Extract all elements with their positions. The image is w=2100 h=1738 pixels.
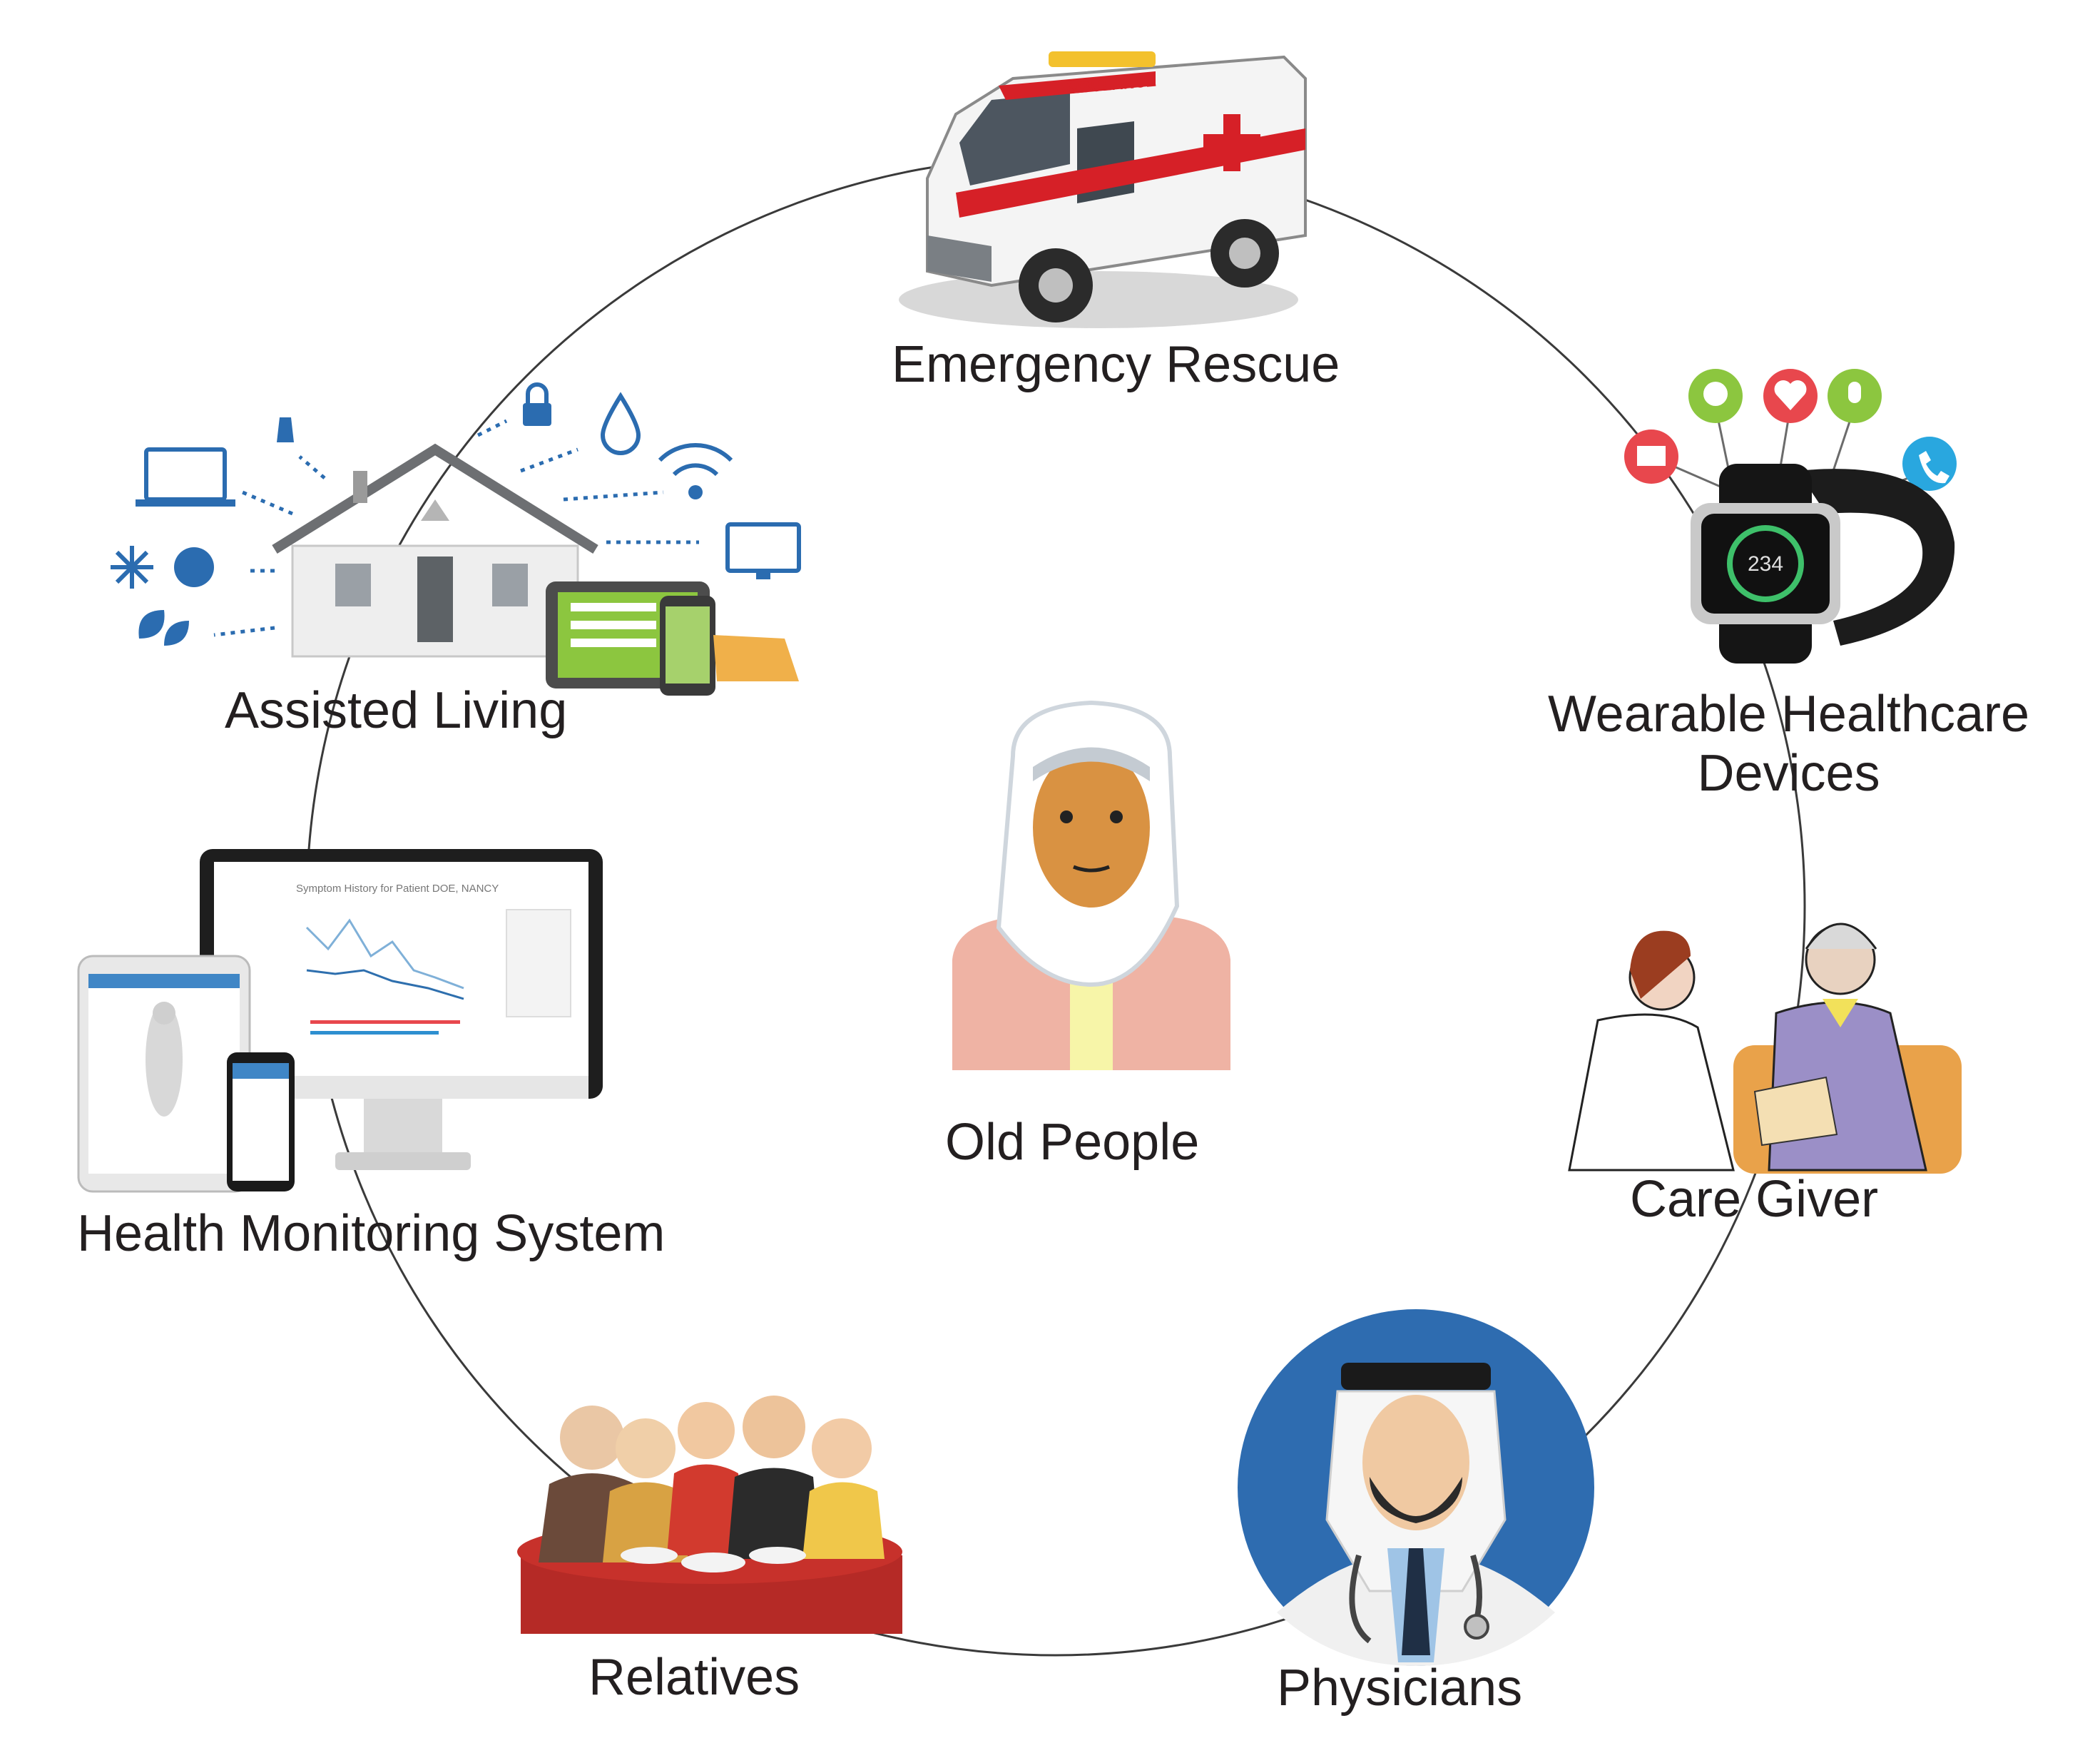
watch-reading: 234 xyxy=(1748,552,1783,576)
node-label-emergency-rescue: Emergency Rescue xyxy=(892,336,1340,393)
smart-house-icon xyxy=(111,382,801,696)
physician-icon xyxy=(1238,1309,1594,1666)
center-label-old-people: Old People xyxy=(945,1114,1200,1171)
wearable-label-line2: Devices xyxy=(1697,744,1880,802)
monitor-screen-title: Symptom History for Patient DOE, NANCY xyxy=(296,883,499,895)
node-label-assisted-living: Assisted Living xyxy=(225,682,568,739)
node-label-wearable-healthcare-devices: Wearable Healthcare Devices xyxy=(1548,685,2029,803)
node-label-relatives: Relatives xyxy=(588,1649,800,1706)
node-label-health-monitoring-system: Health Monitoring System xyxy=(77,1205,666,1262)
ambulance-icon: AMBULANCE xyxy=(899,51,1307,328)
care-giver-icon xyxy=(1568,923,1962,1174)
relatives-icon xyxy=(517,1396,902,1634)
wearable-devices-icon: 234 xyxy=(1624,369,1957,664)
wearable-label-line1: Wearable Healthcare xyxy=(1548,686,2030,743)
health-monitoring-devices-icon: Symptom History for Patient DOE, NANCY xyxy=(77,849,603,1193)
node-label-care-giver: Care Giver xyxy=(1630,1171,1879,1228)
node-label-physicians: Physicians xyxy=(1277,1660,1523,1717)
old-person-icon xyxy=(952,700,1230,1070)
